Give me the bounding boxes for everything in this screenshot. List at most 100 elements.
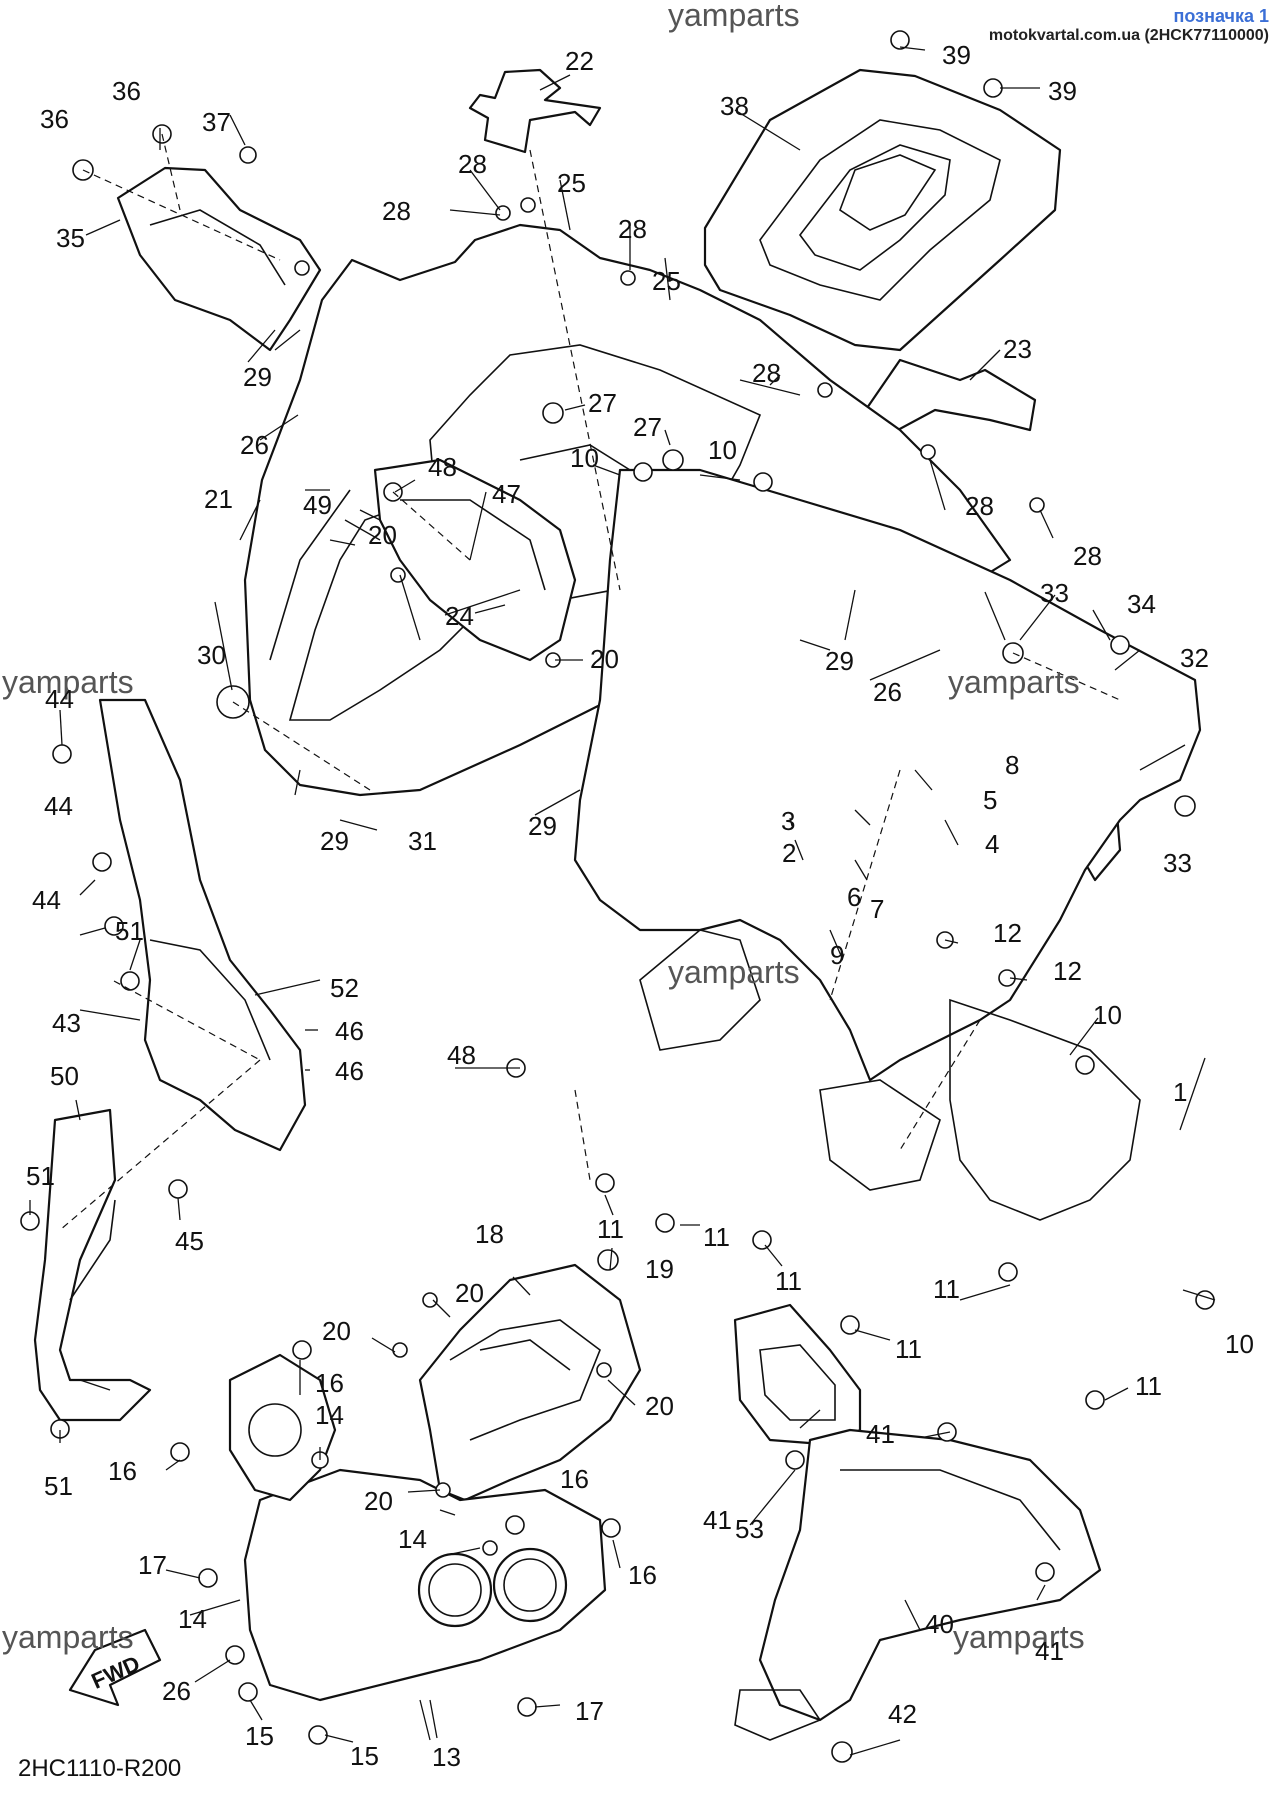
side-panel-contour [149, 939, 271, 1061]
screw-39-a-icon [890, 30, 910, 50]
bolt-44-c-icon [104, 916, 124, 936]
callout-24: 24 [445, 601, 474, 631]
clip-34-icon [1110, 635, 1130, 655]
bolt-16-b-icon [170, 1442, 190, 1462]
callout-1: 1 [1173, 1077, 1187, 1107]
callout-38: 38 [720, 91, 749, 121]
seat-pad [839, 154, 937, 231]
bolt-41-c-icon [1035, 1562, 1055, 1582]
callout-41a: 41 [866, 1419, 895, 1449]
clip-28-b-icon [520, 197, 536, 213]
bolt-42-icon [831, 1741, 853, 1763]
part-headlight-bracket [228, 1353, 337, 1502]
bolt-16-d-icon [601, 1518, 621, 1538]
callout-28e: 28 [965, 491, 994, 521]
callout-35: 35 [56, 223, 85, 253]
bolt-51-a-icon [120, 971, 140, 991]
callout-31: 31 [408, 826, 437, 856]
callout-29b: 29 [825, 646, 854, 676]
seat-contour-inner [798, 144, 951, 271]
screw-33-b-icon [1174, 795, 1196, 817]
bolt-19-icon [597, 1249, 619, 1271]
callout-20e: 20 [368, 520, 397, 550]
callout-21: 21 [204, 484, 233, 514]
bolt-10-a-icon [633, 462, 653, 482]
bolt-11-b-icon [655, 1213, 675, 1233]
callout-2: 2 [782, 838, 796, 868]
clip-37-icon [239, 146, 257, 164]
callout-39b: 39 [1048, 76, 1077, 106]
center-cover-steps [449, 1319, 601, 1441]
callout-45: 45 [175, 1226, 204, 1256]
bolt-11-f-icon [1085, 1390, 1105, 1410]
callout-43: 43 [52, 1008, 81, 1038]
callout-20b: 20 [322, 1316, 351, 1346]
fender-grille [639, 929, 761, 1051]
callout-44a: 44 [45, 684, 74, 714]
rivet-27-a-icon [542, 402, 564, 424]
callout-28b: 28 [382, 196, 411, 226]
callout-28f: 28 [1073, 541, 1102, 571]
callout-33b: 33 [1163, 848, 1192, 878]
nut-14-b-icon [482, 1540, 498, 1556]
bolt-11-a-icon [595, 1173, 615, 1193]
diagram-code: 2HC1110-R200 [18, 1755, 181, 1782]
callout-10d: 10 [1225, 1329, 1254, 1359]
callout-26c: 26 [162, 1676, 191, 1706]
callout-42: 42 [888, 1699, 917, 1729]
part-22-bracket [468, 68, 602, 154]
callout-12b: 12 [1053, 956, 1082, 986]
callout-14b: 14 [398, 1524, 427, 1554]
callout-8: 8 [1005, 750, 1019, 780]
watermark-right: yamparts [948, 664, 1080, 700]
callout-27b: 27 [633, 412, 662, 442]
watermarks: yamparts yamparts yamparts yamparts yamp… [2, 0, 1085, 1655]
callout-44c: 44 [32, 885, 61, 915]
headlight-ring-left [428, 1563, 482, 1617]
bolt-10-c-icon [1075, 1055, 1095, 1075]
part-47-inner-cover [373, 458, 577, 662]
clip-28-f-icon [1029, 497, 1045, 513]
rivet-27-b-icon [662, 449, 684, 471]
callout-51a: 51 [115, 916, 144, 946]
callout-12a: 12 [993, 918, 1022, 948]
bolt-26-b-icon [225, 1645, 245, 1665]
side-cover-edge [149, 209, 286, 286]
callout-32: 32 [1180, 643, 1209, 673]
bolt-44-a-icon [52, 744, 72, 764]
callout-11c: 11 [775, 1266, 802, 1296]
callout-22: 22 [565, 46, 594, 76]
fender-inner-right [949, 998, 1141, 1221]
part-35-side-cover [116, 166, 322, 352]
callout-20a: 20 [455, 1278, 484, 1308]
callout-16b: 16 [108, 1456, 137, 1486]
callouts: 1 2 3 4 5 6 7 8 9 10 10 10 10 11 11 11 1… [26, 40, 1254, 1772]
assembly-lines [59, 133, 1121, 1231]
callout-29d: 29 [320, 826, 349, 856]
watermark-bottom-right: yamparts [953, 1619, 1085, 1655]
callout-25b: 25 [652, 266, 681, 296]
callout-34: 34 [1127, 589, 1156, 619]
part-38-seat [703, 68, 1062, 352]
bolt-45-icon [168, 1179, 188, 1199]
plate-emblem [759, 1344, 836, 1421]
bolt-17-b-icon [517, 1697, 537, 1717]
callout-14a: 14 [315, 1400, 344, 1430]
part-43-side-panel [98, 698, 307, 1152]
watermark-left: yamparts [2, 664, 134, 700]
bolt-15-a-icon [238, 1682, 258, 1702]
watermark-bottom-left: yamparts [2, 1619, 134, 1655]
clip-20-c-icon [596, 1362, 612, 1378]
bracket-lens [248, 1403, 302, 1457]
callout-39a: 39 [942, 40, 971, 70]
callout-15b: 15 [350, 1741, 379, 1771]
callout-40: 40 [925, 1609, 954, 1639]
leader-lines [29, 46, 1216, 1756]
headlight-ring-right [503, 1558, 557, 1612]
callout-11a: 11 [597, 1214, 624, 1244]
clip-20-e-icon [390, 567, 406, 583]
watermark-center: yamparts [668, 954, 800, 990]
bolt-10-b-icon [753, 472, 773, 492]
callout-26b: 26 [873, 677, 902, 707]
